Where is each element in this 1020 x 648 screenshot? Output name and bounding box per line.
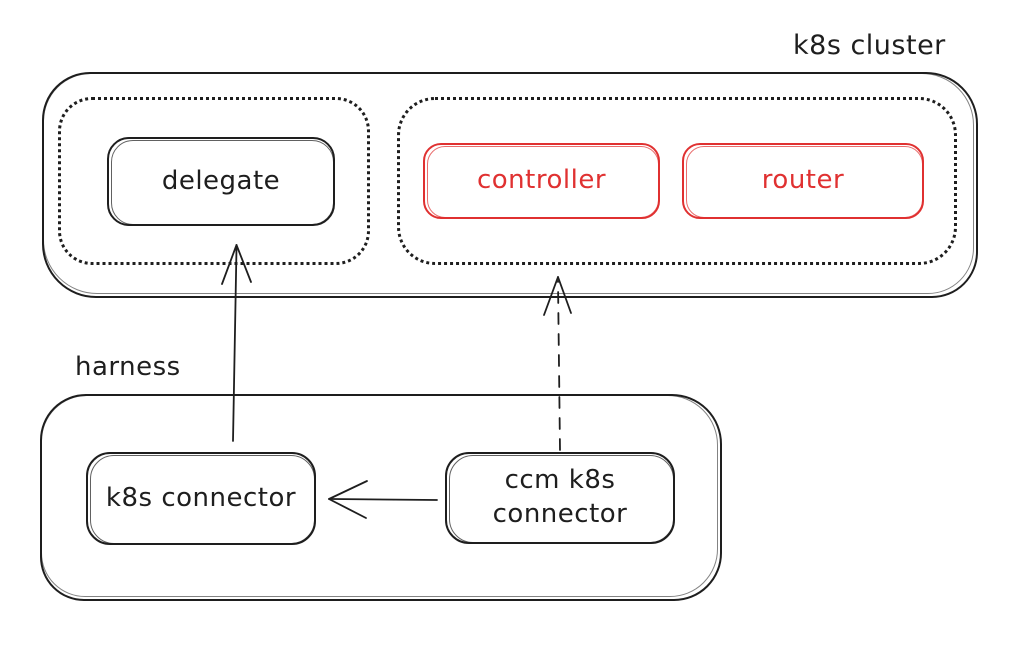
k8s-connector-node: k8s connector (86, 452, 316, 545)
delegate-node-label: delegate (161, 165, 281, 196)
delegate-node: delegate (107, 137, 335, 226)
router-node-label: router (761, 165, 845, 196)
delegate-group-box (58, 97, 370, 265)
controller-node-label: controller (476, 165, 607, 196)
k8s-connector-node-label: k8s connector (105, 482, 297, 513)
harness-label: harness (75, 352, 181, 382)
k8s-cluster-label: k8s cluster (793, 30, 946, 61)
router-node: router (682, 143, 924, 219)
harness-container (40, 394, 722, 601)
ccm-k8s-connector-node: ccm k8s connector (445, 452, 675, 544)
k8s-cluster-container (42, 72, 978, 298)
ccm-k8s-connector-node-label: ccm k8s connector (492, 465, 628, 529)
controller-node: controller (423, 143, 660, 219)
controller-router-group-box (397, 97, 957, 265)
